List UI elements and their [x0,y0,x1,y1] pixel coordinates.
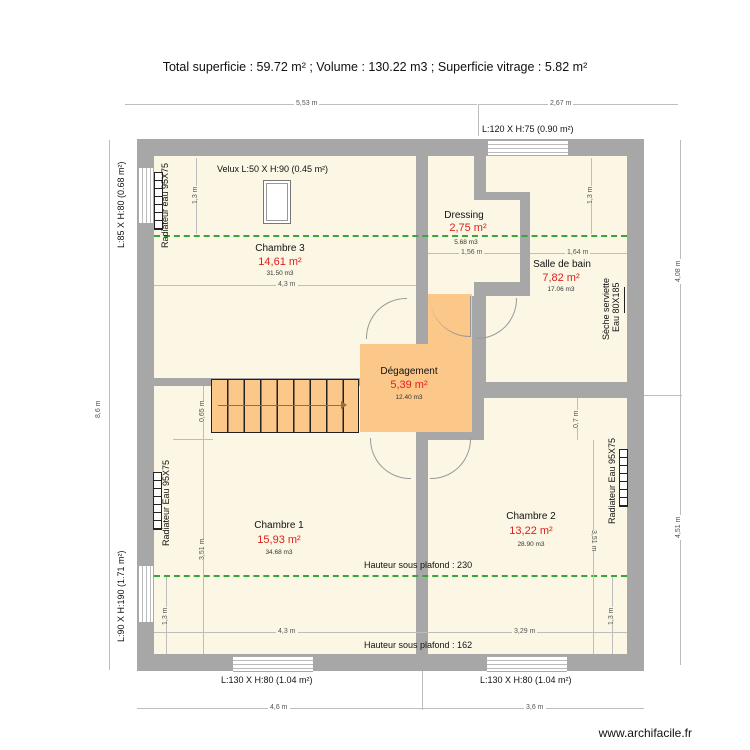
dim-chambre2-top: 0,7 m [573,410,580,428]
room-name-degagement: Dégagement [380,366,438,377]
room-area-chambre2: 13,22 m² [509,525,553,537]
dim-right-bottom: 4,51 m [675,514,682,540]
radiator-chambre2-label: Radiateur Eau 95X75 [607,437,617,524]
room-volume-chambre2: 28.90 m3 [517,541,545,548]
towel-rail-label-2: Eau 80X185 [611,282,621,332]
window-left-bottom-label: L:90 X H:190 (1.71 m²) [116,550,126,642]
dim-chambre3-height: 1,3 m [192,186,199,204]
dim-sdb-width: 1,64 m [565,249,591,256]
dim-chambre1-width: 4,3 m [276,628,298,635]
radiator-chambre2 [619,449,628,507]
room-name-chambre2: Chambre 2 [506,511,556,522]
window-bottom-left[interactable] [233,656,313,672]
dim-top-right: 2,67 m [548,100,574,107]
ceiling-height-162: Hauteur sous plafond : 162 [364,640,473,650]
dim-chambre1-gap: 0,65 m [199,400,206,422]
room-volume-chambre3: 31.50 m3 [266,270,294,277]
room-name-chambre1: Chambre 1 [254,520,304,531]
dim-line-top-right [478,104,678,105]
dim-line [203,386,204,654]
dim-chambre3-width: 4,3 m [276,281,298,288]
ceiling-height-230: Hauteur sous plafond : 230 [364,560,473,570]
room-volume-sdb: 17.06 m3 [547,286,575,293]
radiator-chambre1-label: Radiateur Eau 95X75 [161,459,171,546]
ceiling-line-bottom [154,575,627,577]
room-area-chambre3: 14,61 m² [258,256,302,268]
dim-tick [478,104,479,136]
window-left-bottom[interactable] [138,566,154,622]
room-area-degagement: 5,39 m² [390,379,428,391]
dim-bottom-right: 3,6 m [524,704,546,711]
plan-summary: Total superficie : 59.72 m² ; Volume : 1… [162,60,588,74]
room-degagement[interactable] [360,344,472,432]
dim-top-left: 5,53 m [294,100,320,107]
room-dressing[interactable] [428,200,520,282]
dim-tick [422,670,423,710]
radiator-chambre3 [154,172,163,230]
dim-chambre2-depth: 3,51 m [590,530,597,552]
dim-chambre2-low: 1,3 m [608,607,615,625]
room-chambre2-upper[interactable] [484,398,627,442]
dim-chambre1-low: 1,3 m [162,607,169,625]
window-top-label: L:120 X H:75 (0.90 m²) [482,124,574,134]
radiator-chambre3-label: Radiateur eau 95X75 [160,162,170,248]
towel-rail-label-1: Sèche serviette [601,277,611,340]
room-volume-dressing: 5.68 m3 [454,239,478,246]
dim-left-total: 8,6 m [95,398,102,420]
dim-chambre1-depth: 3,51 m [199,538,206,560]
room-name-chambre3: Chambre 3 [255,243,305,254]
dim-line-left [109,140,110,670]
window-bottom-right[interactable] [487,656,567,672]
dim-line [154,632,627,633]
room-volume-chambre1: 34.68 m3 [265,549,293,556]
radiator-chambre1 [153,472,162,530]
window-left-top-label: L:85 X H:80 (0.68 m²) [116,161,126,248]
room-area-dressing: 2,75 m² [449,222,487,234]
window-bottom-right-label: L:130 X H:80 (1.04 m²) [480,675,572,685]
dim-bottom-left: 4,6 m [268,704,290,711]
towel-rail [624,287,627,313]
window-top[interactable] [488,140,568,156]
room-volume-degagement: 12.40 m3 [395,394,423,401]
stair-direction-arrow [218,405,344,406]
dim-dressing-width: 1,56 m [459,249,485,256]
window-bottom-left-label: L:130 X H:80 (1.04 m²) [221,675,313,685]
dim-line [173,439,213,440]
window-left-top[interactable] [138,168,154,223]
velux-window[interactable] [263,180,291,224]
staircase [211,379,359,433]
room-area-chambre1: 15,93 m² [257,534,301,546]
arrow-head-icon [341,401,347,409]
dim-tick [640,395,682,396]
dim-right-top: 4,08 m [675,258,682,284]
site-watermark[interactable]: www.archifacile.fr [598,726,692,740]
ceiling-line-top [154,235,627,237]
room-name-sdb: Salle de bain [533,259,591,270]
dim-chambre2-width: 3,29 m [512,628,538,635]
velux-label: Velux L:50 X H:90 (0.45 m²) [217,164,329,174]
room-name-dressing: Dressing [444,210,484,221]
room-area-sdb: 7,82 m² [542,272,580,284]
dim-sdb-height: 1,3 m [587,186,594,204]
